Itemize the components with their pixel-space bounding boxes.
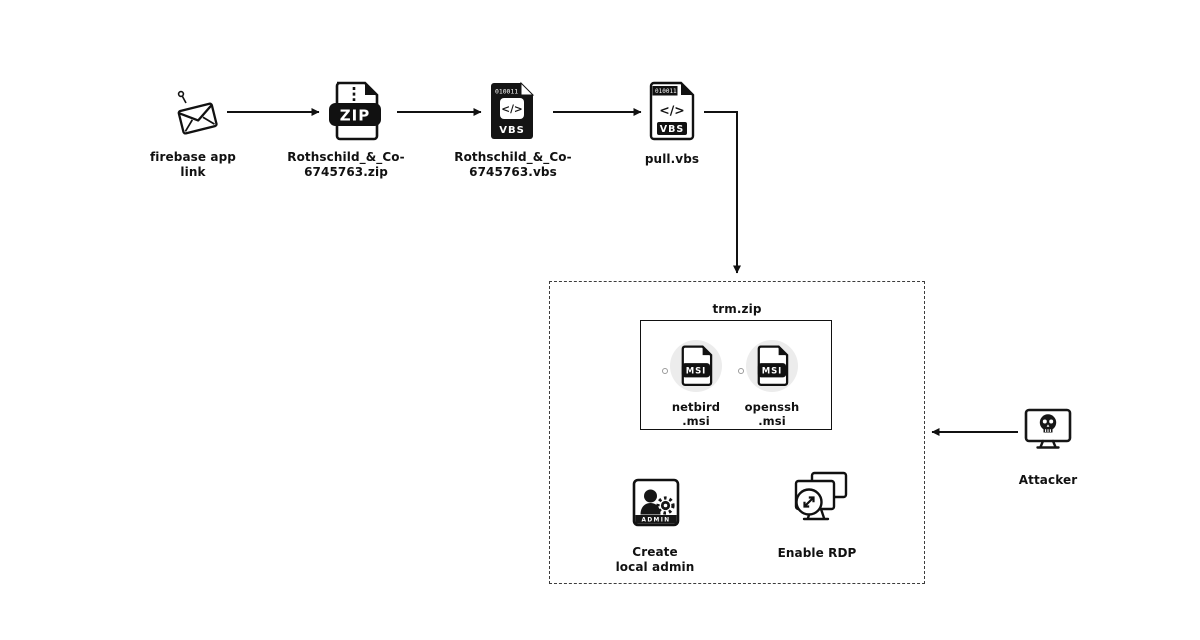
netbird-dot: [662, 368, 668, 374]
trm-zip-label: trm.zip: [712, 302, 762, 316]
pull-vbs-file-icon: 010011 </> VBS: [647, 81, 697, 145]
trm-zip-group-box: [549, 281, 925, 584]
node-label-zip: Rothschild_&_Co- 6745763.zip: [287, 150, 405, 179]
vbs-icon-code: </>: [501, 104, 522, 116]
node-label-attacker: Attacker: [1018, 473, 1078, 487]
node-label-pull-vbs: pull.vbs: [644, 152, 700, 166]
pull-vbs-icon-badge: VBS: [660, 124, 684, 135]
openssh-msi-icon-label: MSI: [762, 367, 783, 377]
admin-icon-label: ADMIN: [641, 518, 670, 524]
vbs-icon-badge: VBS: [499, 125, 525, 136]
zip-icon-label: ZIP: [340, 107, 370, 125]
node-label-create-local-admin: Create local admin: [615, 545, 695, 574]
email-icon: [168, 88, 222, 146]
node-label-netbird: netbird .msi: [671, 400, 721, 428]
pull-vbs-icon-code: </>: [659, 103, 685, 118]
node-label-vbs: Rothschild_&_Co- 6745763.vbs: [454, 150, 572, 179]
vbs-file-icon: 010011 </> VBS: [487, 81, 537, 145]
vbs-icon-header: 010011: [495, 88, 518, 96]
admin-user-icon: ADMIN: [629, 475, 683, 535]
msi-files-box: [640, 320, 832, 430]
node-label-enable-rdp: Enable RDP: [777, 546, 857, 560]
pull-vbs-icon-header: 010011: [655, 88, 677, 95]
node-label-openssh: openssh .msi: [744, 400, 800, 428]
rdp-monitor-icon: [784, 469, 850, 535]
openssh-dot: [738, 368, 744, 374]
node-label-email: firebase app link: [149, 150, 236, 179]
openssh-msi-icon: MSI: [746, 340, 798, 392]
zip-file-icon: ZIP: [327, 80, 383, 146]
netbird-msi-icon-label: MSI: [686, 367, 707, 377]
arrow-pullvbs-to-trmzip: [704, 111, 741, 274]
attacker-skull-icon: [1023, 406, 1073, 460]
netbird-msi-icon: MSI: [670, 340, 722, 392]
